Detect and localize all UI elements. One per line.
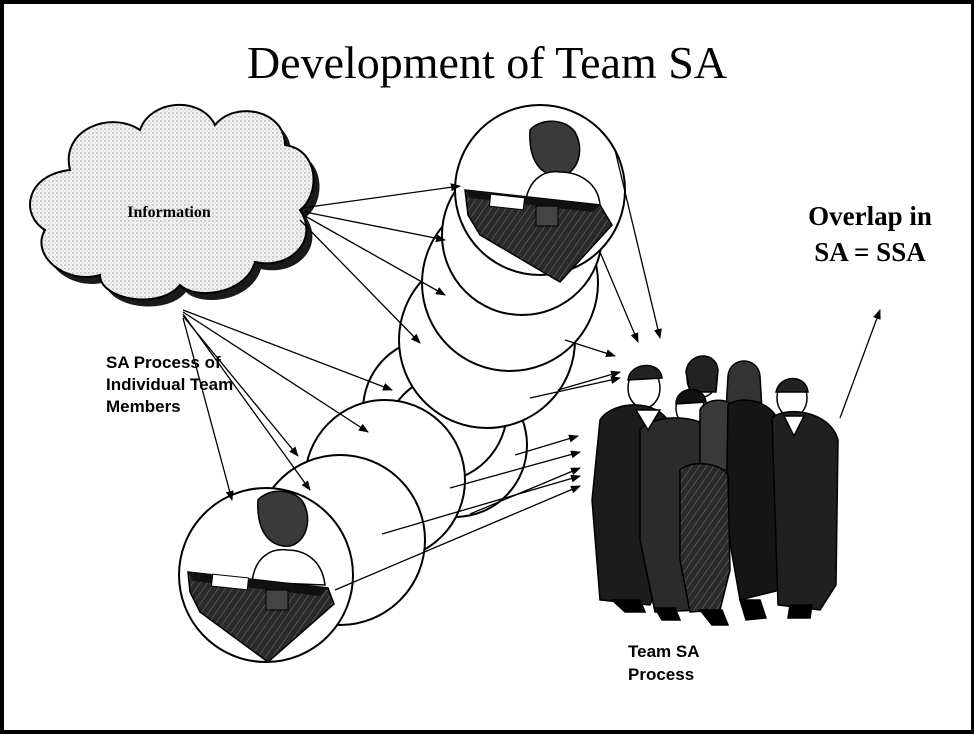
individual-to-team-arrows — [334, 149, 881, 591]
information-label: Information — [127, 204, 211, 221]
overlap-label: Overlap in SA = SSA — [780, 198, 960, 270]
team-process-label: Team SA Process — [628, 640, 768, 686]
team-process-label-line: Process — [628, 665, 695, 684]
team-group-illustration — [591, 355, 839, 626]
bottom-team-member-illustration — [187, 490, 335, 663]
individual-process-label-line: SA Process of — [106, 353, 221, 372]
individual-process-label-line: Members — [106, 397, 181, 416]
overlap-label-line: SA = SSA — [814, 237, 926, 267]
slide-title: Development of Team SA — [246, 37, 728, 88]
information-to-individual-arrows — [182, 183, 461, 501]
top-team-member-illustration — [464, 120, 613, 283]
overlap-label-line: Overlap in — [808, 201, 932, 231]
individual-process-label-line: Individual Team — [106, 375, 234, 394]
team-process-label-line: Team SA — [628, 642, 700, 661]
individual-process-label: SA Process of Individual Team Members — [106, 352, 326, 418]
information-cloud — [29, 103, 320, 307]
